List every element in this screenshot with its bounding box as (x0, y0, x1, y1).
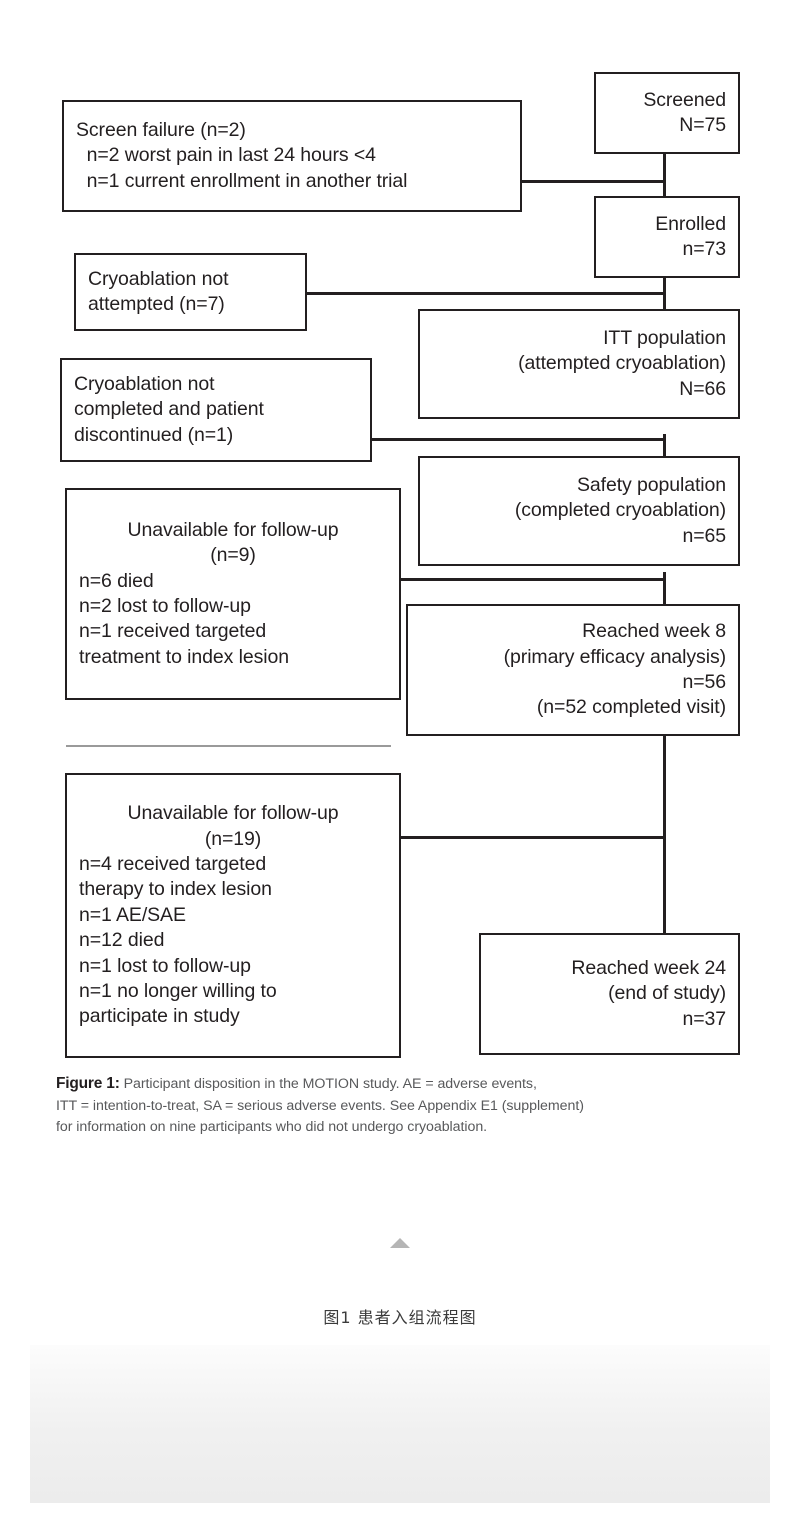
node-unavailable-followup-9: Unavailable for follow-up (n=9) n=6 died… (65, 488, 401, 700)
connector-itt-to-safety (663, 434, 666, 466)
figure-caption: Figure 1: Participant disposition in the… (56, 1072, 756, 1139)
figure-caption-line-3: for information on nine participants who… (56, 1119, 488, 1136)
node-screened-line-1: N=75 (679, 114, 726, 136)
node-itt-line-0: ITT population (603, 326, 726, 349)
connector-week8-to-week24 (663, 730, 666, 935)
node-screen-failure-line-0: Screen failure (n=2) (76, 118, 246, 141)
node-cryo-not-attempted-line-0: Cryoablation not (88, 267, 229, 290)
node-unavailable-followup-19: Unavailable for follow-up (n=19) n=4 rec… (65, 773, 401, 1058)
node-itt-line-1: (attempted cryoablation) (518, 352, 726, 375)
node-cryoablation-not-completed: Cryoablation not completed and patient d… (60, 358, 372, 462)
connector-safety-to-unavailable-9 (400, 578, 666, 581)
node-screened-line-0: Screened (643, 88, 726, 111)
figure-label: Figure 1: (56, 1075, 120, 1092)
node-itt-population: ITT population (attempted cryoablation) … (418, 309, 740, 419)
connector-enrolled-to-itt (663, 258, 666, 320)
figure-caption-line-1: Participant disposition in the MOTION st… (123, 1076, 537, 1092)
node-screened: Screened N=75 (594, 72, 740, 154)
node-enrolled-line-1: n=73 (682, 238, 726, 260)
node-safety-population: Safety population (completed cryoablatio… (418, 456, 740, 566)
node-week24-line-2: n=37 (682, 1007, 726, 1030)
connector-week8-to-unavailable-19 (395, 836, 666, 839)
node-screen-failure: Screen failure (n=2) n=2 worst pain in l… (62, 100, 522, 212)
node-reached-week-8: Reached week 8 (primary efficacy analysi… (406, 604, 740, 736)
node-unavail9-line-4: n=1 received targeted (79, 620, 267, 643)
node-cryo-not-completed-line-1: completed and patient (74, 398, 264, 421)
connector-itt-to-cryo-not-completed (370, 438, 666, 441)
node-reached-week-24: Reached week 24 (end of study) n=37 (479, 933, 740, 1055)
node-unavail19-line-7: n=1 no longer willing to (79, 979, 277, 1002)
node-enrolled: Enrolled n=73 (594, 196, 740, 278)
connector-enrolled-to-cryo-not-attempted (305, 292, 666, 295)
chinese-figure-caption: 图1 患者入组流程图 (323, 1308, 477, 1327)
node-week8-line-1: (primary efficacy analysis) (503, 645, 726, 668)
node-unavail19-line-2: n=4 received targeted (79, 853, 267, 876)
node-itt-line-2: N=66 (679, 377, 726, 400)
node-safety-line-2: n=65 (682, 524, 726, 547)
node-unavail19-line-5: n=12 died (79, 929, 165, 952)
connector-screened-to-screen-failure (520, 180, 666, 183)
node-week24-line-0: Reached week 24 (571, 956, 726, 979)
connector-screened-to-enrolled (663, 152, 666, 216)
node-unavail9-line-2: n=6 died (79, 569, 154, 592)
node-unavail9-line-1: (n=9) (210, 544, 256, 567)
node-unavail19-line-1: (n=19) (204, 827, 262, 850)
node-cryo-not-attempted-line-1: attempted (n=7) (88, 293, 225, 315)
node-unavail9-line-5: treatment to index lesion (79, 645, 289, 668)
section-divider-rule (66, 745, 391, 747)
node-unavail9-line-3: n=2 lost to follow-up (79, 595, 251, 617)
node-safety-line-1: (completed cryoablation) (514, 499, 726, 522)
triangle-up-icon (390, 1238, 410, 1248)
node-unavail19-line-8: participate in study (79, 1005, 240, 1028)
node-unavail19-line-6: n=1 lost to follow-up (79, 954, 251, 977)
node-week8-line-0: Reached week 8 (582, 620, 726, 643)
node-enrolled-line-0: Enrolled (655, 212, 726, 235)
node-safety-line-0: Safety population (577, 473, 726, 496)
node-unavail19-line-4: n=1 AE/SAE (79, 903, 186, 926)
node-cryoablation-not-attempted: Cryoablation not attempted (n=7) (74, 253, 307, 331)
node-unavail19-line-3: therapy to index lesion (79, 878, 272, 901)
connector-safety-to-week8 (663, 572, 666, 608)
node-unavail19-line-0: Unavailable for follow-up (127, 802, 339, 825)
bottom-gray-panel (30, 1345, 770, 1503)
node-week8-line-2: n=56 (682, 671, 726, 693)
collapse-up-arrow-icon[interactable] (0, 1238, 800, 1248)
node-week8-line-3: (n=52 completed visit) (536, 696, 726, 719)
node-cryo-not-completed-line-2: discontinued (n=1) (74, 423, 234, 446)
participant-flow-diagram: Screened N=75 Screen failure (n=2) n=2 w… (60, 72, 740, 1058)
node-cryo-not-completed-line-0: Cryoablation not (74, 372, 215, 395)
node-screen-failure-line-2: n=1 current enrollment in another trial (76, 169, 408, 192)
node-unavail9-line-0: Unavailable for follow-up (127, 518, 339, 541)
node-week24-line-1: (end of study) (608, 982, 726, 1005)
figure-caption-line-2: ITT = intention-to-treat, SA = serious a… (56, 1097, 584, 1114)
node-screen-failure-line-1: n=2 worst pain in last 24 hours <4 (76, 144, 376, 167)
